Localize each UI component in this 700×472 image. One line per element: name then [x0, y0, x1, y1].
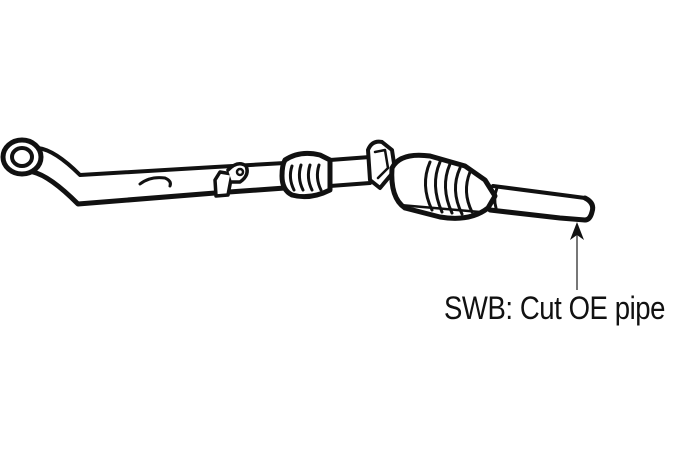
flex-section — [279, 150, 372, 200]
inlet-flange — [0, 137, 44, 177]
hanger-loop — [366, 139, 397, 190]
mounting-bracket — [213, 162, 249, 198]
callout-label: SWB: Cut OE pipe — [444, 290, 666, 326]
callout-arrow — [570, 222, 584, 290]
tail-pipe — [487, 184, 596, 223]
catalytic-converter — [389, 152, 498, 221]
front-pipe — [30, 146, 288, 207]
